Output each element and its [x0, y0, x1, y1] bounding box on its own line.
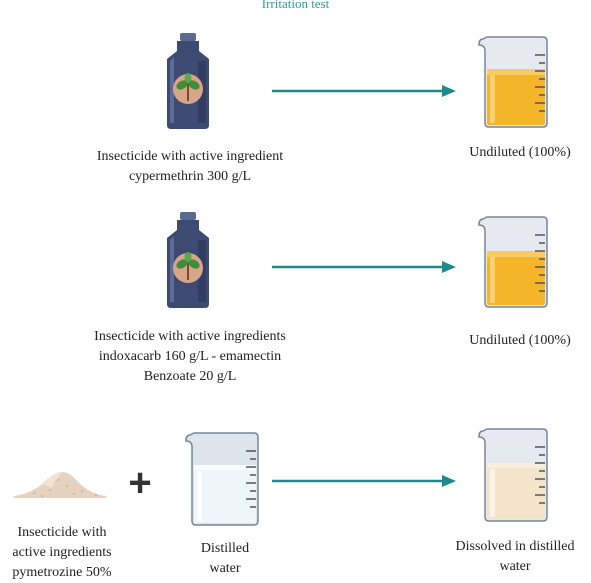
source-line: Insecticide with active ingredients — [94, 329, 286, 344]
plus-symbol: + — [128, 461, 152, 505]
solvent-label-row3: Distilled water — [170, 539, 280, 579]
result-label-row3: Dissolved in distilled water — [430, 537, 591, 577]
beaker-dissolved-icon — [478, 428, 548, 522]
source-line: Insecticide with active ingredient — [96, 149, 284, 164]
source-label-row2: Insecticide with active ingredients indo… — [40, 327, 340, 387]
source-line: cypermethrin 300 g/L — [128, 169, 252, 184]
result-label-row2: Undiluted (100%) — [469, 333, 571, 348]
source-line: indoxacarb 160 g/L - emamectin — [98, 349, 282, 364]
diagram-title: Irritation test — [261, 0, 330, 11]
beaker-orange-icon — [478, 36, 548, 128]
source-line: active ingredients — [12, 545, 112, 560]
result-label-row1: Undiluted (100%) — [469, 145, 571, 160]
arrow-row1 — [272, 85, 456, 97]
result-line: water — [499, 559, 531, 574]
powder-pile-icon — [13, 472, 107, 498]
source-line: Insecticide with — [17, 525, 107, 540]
insecticide-bottle-icon — [167, 212, 209, 308]
solvent-line: water — [209, 561, 241, 576]
beaker-water-icon — [185, 432, 259, 526]
insecticide-bottle-icon — [167, 33, 209, 129]
source-line: Benzoate 20 g/L — [143, 369, 237, 384]
arrow-row3 — [272, 475, 456, 487]
solvent-line: Distilled — [200, 541, 250, 556]
result-line: Dissolved in distilled — [455, 539, 575, 554]
beaker-orange-icon — [478, 216, 548, 308]
source-line: pymetrozine 50% — [12, 565, 112, 580]
source-label-row1: Insecticide with active ingredient cyper… — [40, 147, 340, 187]
source-label-row3: Insecticide with active ingredients pyme… — [0, 523, 124, 583]
arrow-row2 — [272, 261, 456, 273]
